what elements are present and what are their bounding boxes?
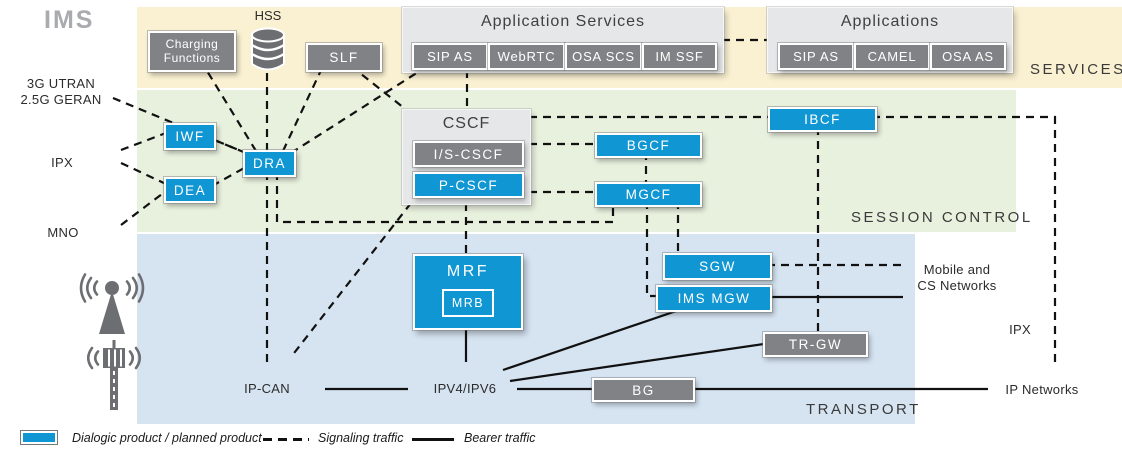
- cloud-label-mobile-cs: Mobile and CS Networks: [897, 262, 1017, 295]
- applications-title: Applications: [840, 13, 940, 30]
- node-mrb: MRB: [442, 289, 494, 317]
- node-osa-as: OSA AS: [930, 43, 1006, 70]
- legend-product-swatch: [20, 430, 58, 445]
- legend-product-label: Dialogic product / planned product: [72, 431, 262, 445]
- legend-bearer-label: Bearer traffic: [464, 431, 536, 445]
- access-line1: 3G UTRAN: [26, 76, 96, 91]
- node-bgcf: BGCF: [595, 133, 702, 158]
- node-tr-gw: TR-GW: [763, 332, 868, 357]
- node-iwf: IWF: [164, 123, 216, 150]
- access-line2: 2.5G GERAN: [20, 92, 102, 108]
- cloud-label-ip-can: IP-CAN: [244, 381, 290, 396]
- application-services-group: Application Services SIP AS WebRTC OSA S…: [403, 8, 723, 72]
- legend-bearer-line-sample: [412, 438, 454, 441]
- application-services-title: Application Services: [480, 13, 646, 30]
- node-sip-as: SIP AS: [412, 43, 488, 70]
- node-is-cscf: I/S-CSCF: [413, 141, 524, 167]
- node-p-cscf: P-CSCF: [413, 172, 524, 198]
- charging-functions-line2: Functions: [163, 50, 221, 65]
- mrf-title: MRF: [446, 263, 490, 280]
- mrf-group: MRF MRB: [413, 254, 523, 330]
- node-osa-scs: OSA SCS: [565, 43, 642, 70]
- legend-signaling-label: Signaling traffic: [318, 431, 404, 445]
- hss-label: HSS: [254, 8, 282, 23]
- node-webrtc: WebRTC: [488, 43, 565, 70]
- node-im-ssf: IM SSF: [642, 43, 717, 70]
- mobile-cs-line1: Mobile and: [923, 262, 991, 277]
- cloud-label-ip-networks: IP Networks: [1005, 382, 1079, 397]
- cloud-label-access: 3G UTRAN 2.5G GERAN: [1, 76, 121, 109]
- node-slf: SLF: [306, 43, 382, 72]
- services-band-label: SERVICES: [1030, 61, 1122, 78]
- mobile-cs-line2: CS Networks: [917, 278, 997, 294]
- cscf-group: CSCF I/S-CSCF P-CSCF: [403, 110, 530, 204]
- node-charging-functions: Charging Functions: [148, 31, 236, 72]
- node-sip-as-2: SIP AS: [778, 43, 854, 70]
- transport-band-label: TRANSPORT: [806, 401, 921, 418]
- legend-signaling-line-sample: [263, 438, 309, 441]
- antenna-mast-icon: [86, 340, 142, 410]
- ims-logo: IMS: [44, 6, 95, 34]
- cell-tower-icon: [79, 273, 145, 334]
- cloud-label-ipv4-ipv6: IPV4/IPV6: [433, 381, 497, 396]
- node-mgcf: MGCF: [595, 182, 702, 207]
- cloud-label-ipx-left: IPX: [51, 155, 73, 170]
- session-control-band-label: SESSION CONTROL: [851, 209, 1033, 226]
- node-bg: BG: [592, 378, 695, 402]
- node-ims-mgw: IMS MGW: [656, 285, 772, 312]
- node-dea: DEA: [164, 177, 216, 203]
- cloud-label-ipx-right: IPX: [1009, 322, 1031, 337]
- node-dra: DRA: [243, 150, 296, 177]
- node-camel: CAMEL: [854, 43, 930, 70]
- applications-group: Applications SIP AS CAMEL OSA AS: [768, 8, 1012, 72]
- cscf-title: CSCF: [442, 115, 491, 132]
- node-sgw: SGW: [663, 253, 772, 280]
- legend: Dialogic product / planned product Signa…: [0, 427, 1122, 453]
- charging-functions-line1: Charging: [165, 36, 219, 51]
- cloud-label-mno: MNO: [47, 225, 79, 240]
- database-cylinder-icon: [251, 27, 285, 71]
- node-ibcf: IBCF: [768, 107, 877, 132]
